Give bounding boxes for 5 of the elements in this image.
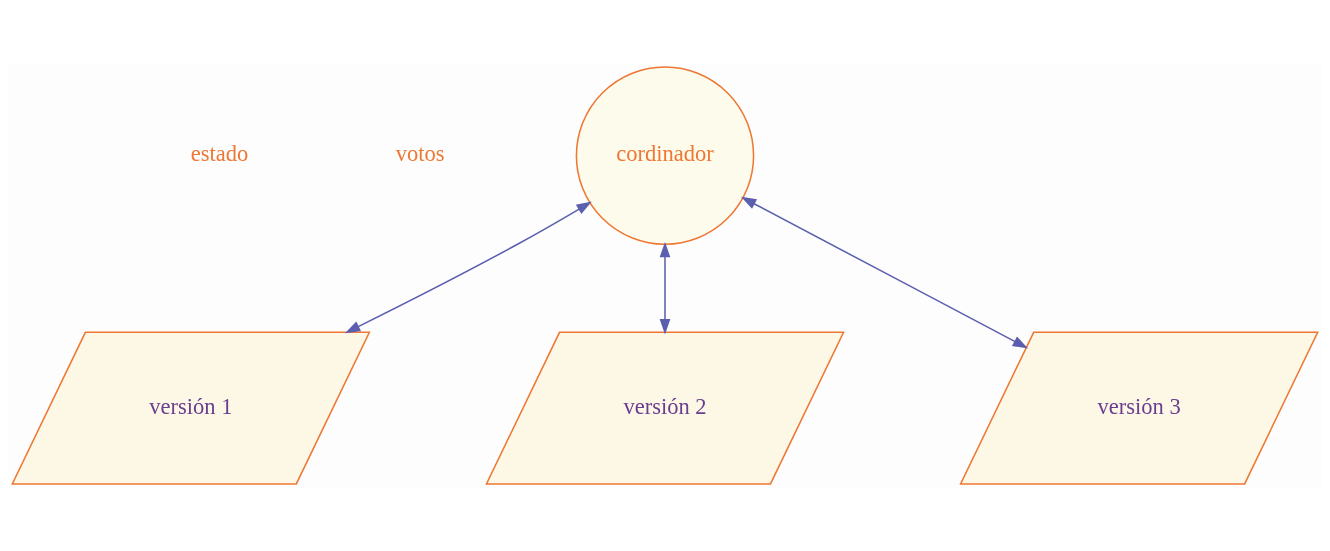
label: votos: [395, 141, 445, 167]
arrow: [740, 196, 1029, 349]
arrow: [344, 201, 592, 334]
label: estado: [190, 141, 249, 167]
arrow: [659, 241, 671, 335]
